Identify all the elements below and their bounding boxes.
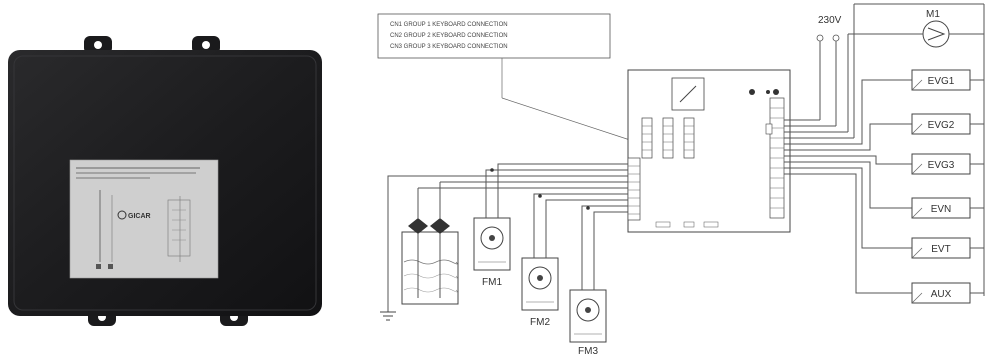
legend-line-3: CN3 GROUP 3 KEYBOARD CONNECTION [390, 44, 508, 50]
motor-label: M1 [926, 9, 940, 20]
mounting-ear [192, 36, 220, 54]
product-sticker: GICAR [69, 159, 219, 279]
connection-legend: CN1 GROUP 1 KEYBOARD CONNECTION CN2 GROU… [377, 13, 631, 141]
legend-line-1: CN1 GROUP 1 KEYBOARD CONNECTION [390, 22, 508, 28]
power-label: 230V [818, 15, 842, 26]
valve-evn: EVN [784, 161, 984, 219]
flowmeter-fm2: FM2 [521, 193, 628, 328]
valve-evg2: EVG2 [784, 113, 984, 151]
output-valves: EVG1 EVG2 EVG3 EVN [784, 69, 984, 304]
valve-evt: EVT [784, 167, 984, 259]
control-box-photo: GICAR [8, 36, 322, 326]
valve-aux: AUX [784, 173, 984, 304]
valve-label: EVG1 [928, 76, 955, 87]
control-board [627, 69, 791, 233]
flowmeter-label: FM3 [578, 346, 598, 356]
valve-label: EVN [931, 204, 952, 215]
valve-label: AUX [931, 289, 952, 300]
brand-text: GICAR [128, 213, 151, 220]
wiring-diagram: CN1 GROUP 1 KEYBOARD CONNECTION CN2 GROU… [377, 3, 985, 357]
flowmeter-fm1: FM1 [473, 163, 628, 288]
flowmeter-fm3: FM3 [569, 205, 628, 357]
pump-motor: M1 [784, 3, 985, 296]
valve-evg3: EVG3 [784, 153, 984, 175]
flowmeter-label: FM2 [530, 317, 550, 328]
valve-label: EVG3 [928, 160, 955, 171]
power-supply: 230V [784, 15, 842, 127]
legend-line-2: CN2 GROUP 2 KEYBOARD CONNECTION [390, 33, 508, 39]
flowmeter-label: FM1 [482, 277, 502, 288]
valve-label: EVG2 [928, 120, 955, 131]
level-probe-tank [380, 175, 628, 321]
brand-logo: GICAR [117, 210, 151, 220]
mounting-ear [84, 36, 112, 54]
valve-label: EVT [931, 244, 950, 255]
valve-evg1: EVG1 [784, 69, 984, 145]
